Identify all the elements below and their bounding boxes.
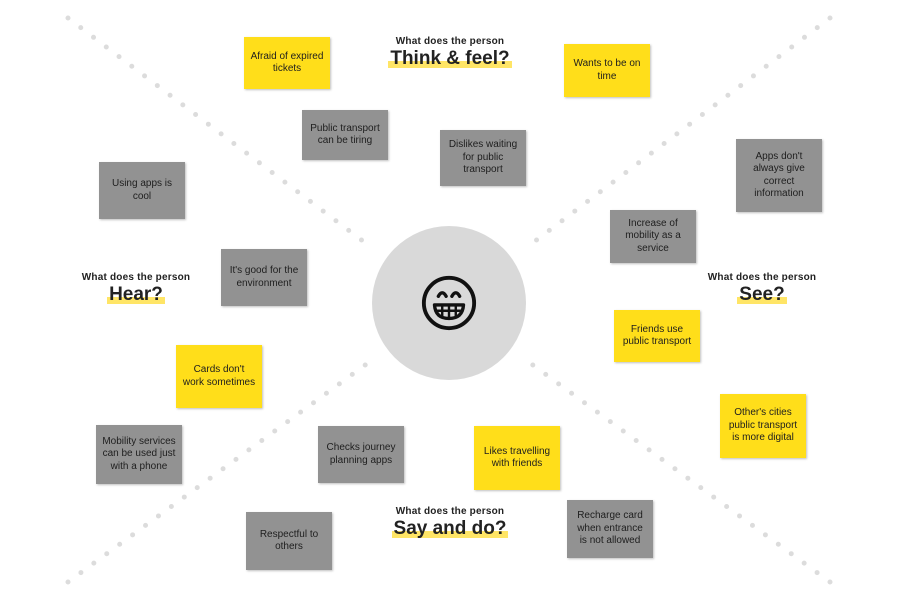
sticky-note: Likes travelling with friends <box>474 426 560 490</box>
sticky-note: Afraid of expired tickets <box>244 37 330 89</box>
sticky-note: Increase of mobility as a service <box>610 210 696 263</box>
heading-think-feel: What does the person Think & feel? <box>370 36 530 70</box>
sticky-note: Other's cities public transport is more … <box>720 394 806 458</box>
grinning-face-icon <box>421 275 477 331</box>
heading-think-feel-intro: What does the person <box>395 36 505 47</box>
sticky-note: Checks journey planning apps <box>318 426 404 483</box>
sticky-note: Friends use public transport <box>614 310 700 362</box>
sticky-note: Mobility services can be used just with … <box>96 425 182 484</box>
heading-hear: What does the person Hear? <box>66 272 206 306</box>
heading-say-do-intro: What does the person <box>395 506 505 517</box>
heading-see-title: See? <box>737 284 787 306</box>
center-persona-circle <box>372 226 526 380</box>
sticky-note: Cards don't work sometimes <box>176 345 262 408</box>
sticky-note: Respectful to others <box>246 512 332 570</box>
sticky-note: Using apps is cool <box>99 162 185 219</box>
heading-see: What does the person See? <box>692 272 832 306</box>
heading-see-intro: What does the person <box>707 272 817 283</box>
sticky-note: Dislikes waiting for public transport <box>440 130 526 186</box>
sticky-note: Recharge card when entrance is not allow… <box>567 500 653 558</box>
sticky-note: Apps don't always give correct informati… <box>736 139 822 212</box>
heading-hear-title: Hear? <box>107 284 165 306</box>
heading-say-do-title: Say and do? <box>391 518 509 540</box>
heading-say-do: What does the person Say and do? <box>375 506 525 540</box>
heading-hear-intro: What does the person <box>81 272 191 283</box>
sticky-note: It's good for the environment <box>221 249 307 306</box>
sticky-note: Wants to be on time <box>564 44 650 97</box>
sticky-note: Public transport can be tiring <box>302 110 388 160</box>
heading-think-feel-title: Think & feel? <box>388 48 512 70</box>
